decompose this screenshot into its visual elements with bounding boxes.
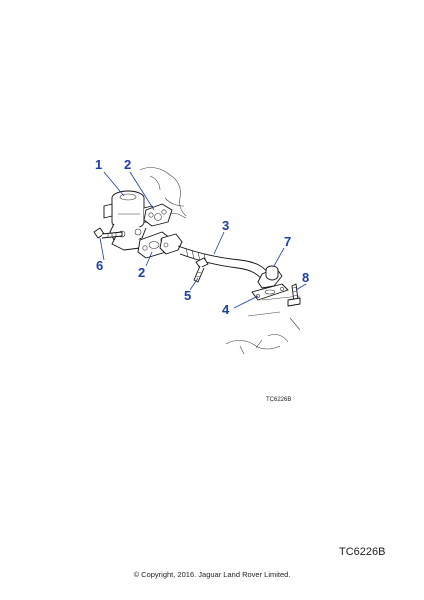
- stud-bolt: [287, 283, 301, 307]
- leader-1: [103, 171, 125, 197]
- leader-lines: [99, 171, 307, 309]
- callout-4: 4: [222, 302, 230, 317]
- callout-8: 8: [302, 270, 309, 285]
- leader-6: [99, 237, 105, 261]
- leader-2b: [145, 251, 153, 267]
- copyright-notice: © Copyright, 2016. Jaguar Land Rover Lim…: [133, 570, 291, 579]
- gasket-upper: [143, 203, 173, 227]
- callout-3: 3: [222, 218, 229, 233]
- callout-7: 7: [284, 234, 291, 249]
- bolt-5: [193, 257, 209, 283]
- callout-5: 5: [184, 288, 191, 303]
- leader-2a: [129, 171, 155, 211]
- egr-tube: [159, 233, 283, 289]
- leader-3: [213, 231, 225, 255]
- callout-6: 6: [96, 258, 103, 273]
- diagram-reference-code: TC6226B: [339, 546, 386, 558]
- callout-1: 1: [95, 157, 102, 172]
- leader-8: [295, 283, 307, 291]
- gasket-ring: [265, 265, 279, 281]
- leader-5: [189, 277, 199, 291]
- leader-7: [273, 247, 285, 267]
- diagram-reference-small: TC6226B: [266, 397, 292, 403]
- callout-2-lower: 2: [138, 265, 145, 280]
- engine-block-outline: [139, 167, 301, 355]
- bolt-6: [93, 227, 123, 239]
- callout-2-upper: 2: [124, 157, 131, 172]
- leader-4: [233, 295, 259, 309]
